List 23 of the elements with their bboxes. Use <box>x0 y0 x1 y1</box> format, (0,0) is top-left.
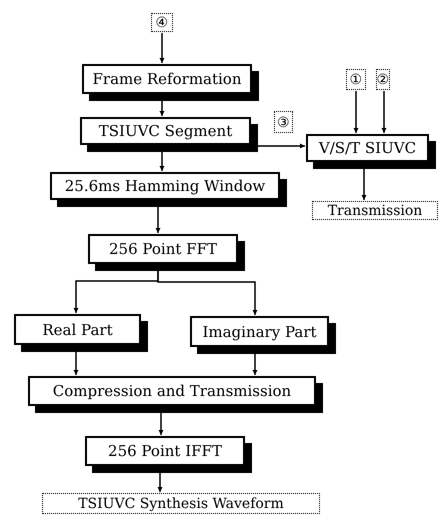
dotted-box <box>346 69 366 90</box>
box-label: ③ <box>277 114 290 130</box>
box-label: ④ <box>156 14 168 31</box>
box-label: 256 Point FFT <box>109 240 217 258</box>
arrow <box>354 91 358 133</box>
box-label: Imaginary Part <box>202 322 317 340</box>
arrow <box>160 33 164 63</box>
box-label: Frame Reformation <box>92 70 242 88</box>
dotted-box <box>42 493 320 514</box>
dotted-box <box>274 111 293 133</box>
arrow <box>382 91 386 133</box>
dotted-box <box>151 13 173 32</box>
box-label: ① <box>350 71 362 88</box>
dotted-box <box>312 201 438 220</box>
box-label: 256 Point IFFT <box>108 442 222 460</box>
box-label: V/S/T SIUVC <box>318 139 416 157</box>
box-label: TSIUVC Segment <box>98 122 232 140</box>
box-label: TSIUVC Synthesis Waveform <box>78 496 284 512</box>
box-label: Transmission <box>328 202 422 218</box>
box-label: Compression and Transmission <box>52 382 292 400</box>
box-label: ② <box>376 71 390 88</box>
box-label: 25.6ms Hamming Window <box>64 177 266 195</box>
box-label: Real Part <box>42 320 113 338</box>
